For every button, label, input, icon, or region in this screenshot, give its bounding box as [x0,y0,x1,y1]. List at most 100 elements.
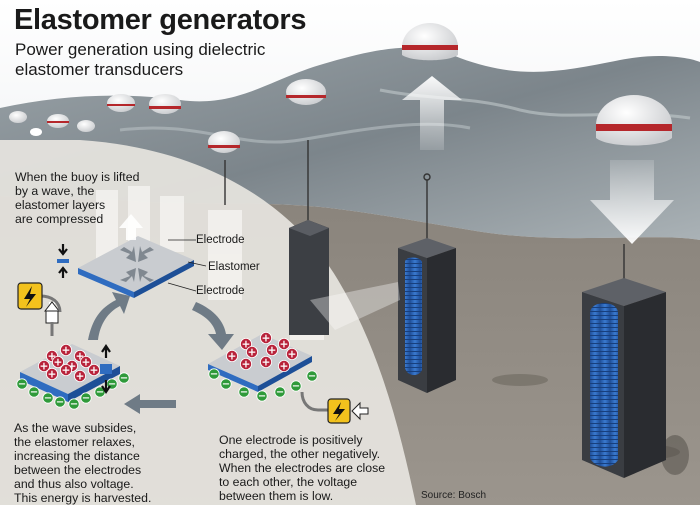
negative-charges-left: −−−−−−−−− [16,372,130,410]
caption-electrode-charge: One electrode is positively charged, the… [219,433,434,503]
cycle-arrows [88,292,234,414]
cycle-arrow-right [192,302,234,350]
lightning-icon [333,402,345,421]
positive-charge [52,355,65,368]
generator-column-large [582,278,666,478]
charge-sign: + [288,347,297,360]
caption-line: When the buoy is lifted [15,170,140,184]
compression-indicator [57,244,69,278]
charge-sign: − [30,387,38,398]
negative-charge [68,398,80,410]
caption-line: and thus also voltage. [14,477,134,491]
label-electrode-top: Electrode [196,234,245,246]
charge-sign: + [280,359,289,372]
compressed-plate [78,214,207,298]
charge-sign: + [62,343,71,356]
charge-sign: + [248,345,257,358]
positive-charge [277,337,290,350]
page-title: Elastomer generators [14,4,307,36]
rising-buoy [402,23,462,150]
positive-charge [60,363,73,376]
charge-sign: + [242,357,251,370]
page-subtitle: Power generation using dielectric elasto… [15,40,315,80]
charge-sign: − [44,393,52,404]
elastomer-stack-large [590,303,618,467]
charge-sign: + [90,363,99,376]
negative-charge [80,392,92,404]
charge-sign: + [76,349,85,362]
charge-sign: − [82,393,90,404]
sinking-buoy [590,95,674,244]
charge-sign: − [210,369,218,380]
negative-charge [220,378,232,390]
charge-sign: − [18,379,26,390]
elastomer-stack [405,257,422,376]
negative-charge [42,392,54,404]
positive-charge [80,355,93,368]
caption-line: When the electrodes are close [219,461,386,475]
caption-line: increasing the distance [14,449,140,463]
negative-charges-right: −−−−−−− [208,368,318,402]
negative-charge [256,390,268,402]
positive-charge [60,343,73,356]
negative-charge [274,386,286,398]
relaxed-indicator [100,344,112,394]
charge-sign: − [96,387,104,398]
positive-charges-left: +++++++++++ [38,343,101,382]
charge-sign: + [54,355,63,368]
negative-charge [306,370,318,382]
positive-charge [259,331,272,344]
caption-line: One electrode is positively [219,433,363,447]
charge-sign: + [228,349,237,362]
charge-sign: + [262,331,271,344]
positive-charge [38,359,51,372]
negative-charge [16,378,28,390]
distant-buoys [9,79,326,153]
caption-line: This energy is harvested. [14,491,152,505]
lightning-output-left [17,282,62,336]
positive-charge [239,337,252,350]
positive-charge [259,355,272,368]
charge-sign: − [56,397,64,408]
charge-sign: + [48,349,57,362]
negative-charge [238,386,250,398]
positive-charge [239,357,252,370]
caption-line: charged, the other negatively. [219,447,381,461]
cycle-arrow-bottom [124,394,176,414]
positive-charges-right: ++++++++++ [225,331,298,372]
negative-charge [208,368,220,380]
charge-sign: + [62,363,71,376]
caption-buoy-lifted: When the buoy is lifted by a wave, the e… [15,170,185,226]
generator-column-small [289,220,329,335]
charge-sign: + [40,359,49,372]
positive-charge [46,367,59,380]
negative-charge [54,396,66,408]
subtitle-line: Power generation using dielectric [15,40,266,59]
caption-line: by a wave, the [15,184,95,198]
positive-charge [245,345,258,358]
charge-sign: − [222,379,230,390]
generator-column-mid [398,238,456,393]
positive-charge [277,359,290,372]
negative-charge [290,380,302,392]
charge-sign: + [268,343,277,356]
charge-sign: − [258,391,266,402]
charge-sign: − [308,371,316,382]
caption-wave-subsides: As the wave subsides, the elastomer rela… [14,421,214,505]
caption-line: the elastomer relaxes, [14,435,135,449]
caption-line: elastomer layers [15,198,106,212]
charge-sign: + [82,355,91,368]
caption-line: between them is low. [219,489,334,503]
label-electrode-bottom: Electrode [196,285,245,297]
up-arrow [402,76,462,150]
negative-charge [118,372,130,384]
lightning-icon [24,286,36,307]
source-credit: Source: Bosch [421,490,487,501]
charge-sign: − [292,381,300,392]
caption-line: As the wave subsides, [14,421,137,435]
charge-sign: − [120,373,128,384]
cycle-arrow-left [88,292,130,340]
charge-sign: + [76,369,85,382]
